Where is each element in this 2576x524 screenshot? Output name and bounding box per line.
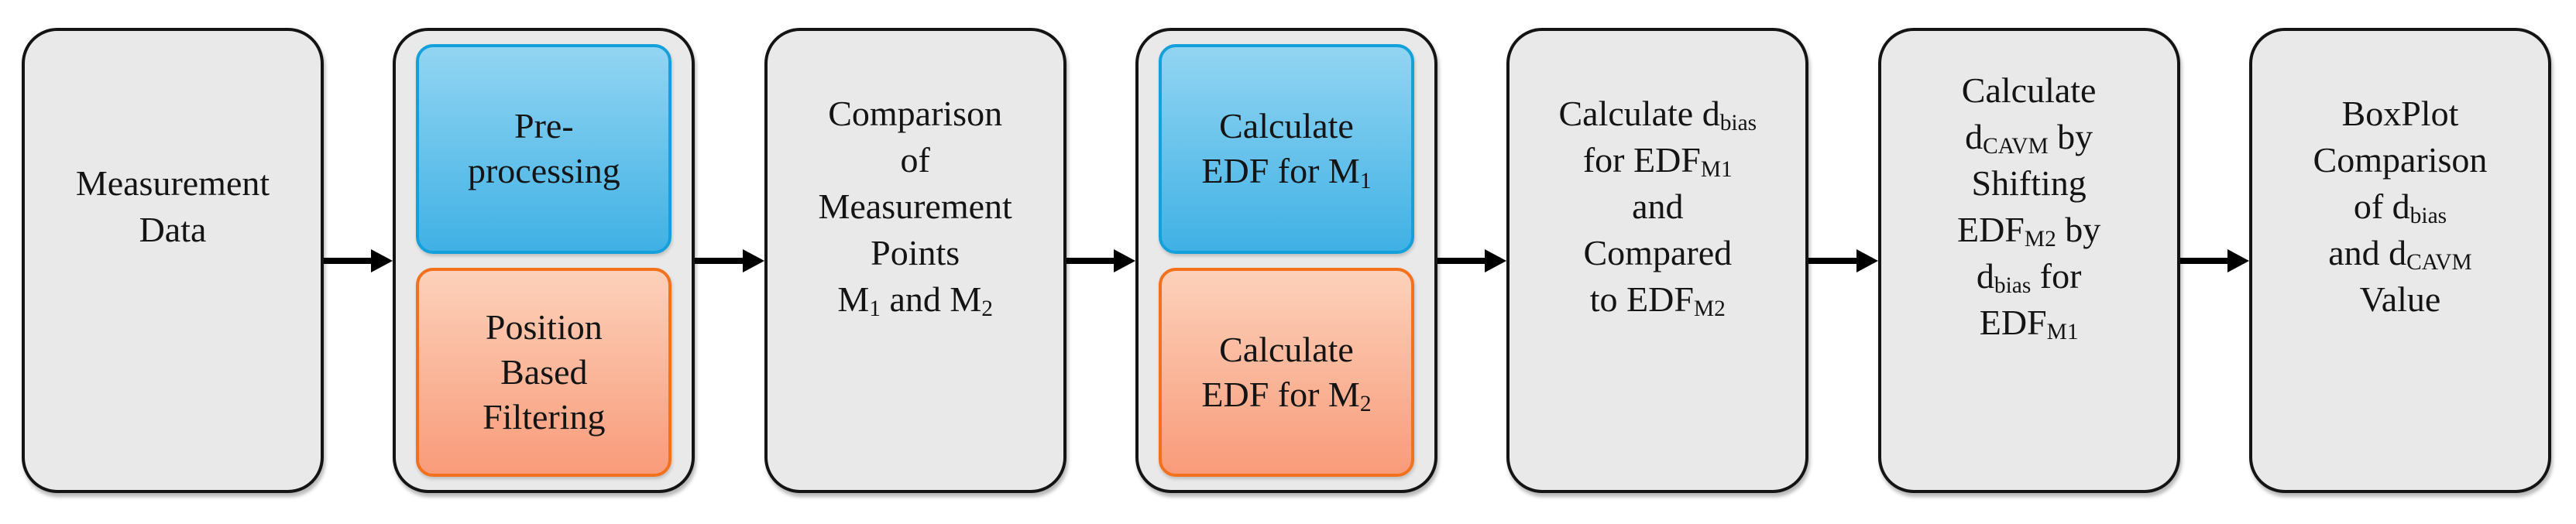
arrow-head-icon (371, 248, 393, 272)
flow-arrow (695, 28, 764, 493)
flow-arrow (2179, 28, 2249, 493)
flow-arrow (1437, 28, 1507, 493)
flow-arrow (324, 28, 393, 493)
arrow-line (1808, 257, 1857, 264)
flow-arrow (1808, 28, 1878, 493)
arrow-head-icon (1856, 248, 1878, 272)
flow-subbox-pre-processing: Pre-processing (416, 44, 672, 254)
arrow-head-icon (1485, 248, 1507, 272)
arrow-line (695, 257, 744, 264)
arrow-line (1066, 257, 1115, 264)
flow-arrow (1066, 28, 1135, 493)
arrow-head-icon (1113, 248, 1135, 272)
arrow-line (2179, 257, 2228, 264)
box-label: Pre-processing (467, 106, 620, 191)
arrow-line (1437, 257, 1486, 264)
arrow-head-icon (742, 248, 764, 272)
arrow-head-icon (2227, 248, 2249, 272)
arrow-line (324, 257, 373, 264)
